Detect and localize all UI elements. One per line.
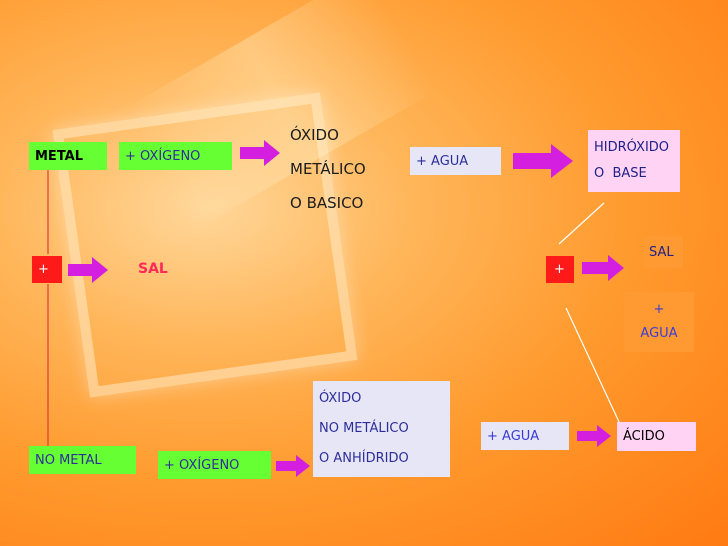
- plus-agua-top-label: + AGUA: [416, 153, 469, 169]
- oxido-metalico-line-1: ÓXIDO: [290, 126, 339, 144]
- acido-box: ÁCIDO: [617, 422, 696, 451]
- sal-left-label: SAL: [138, 261, 168, 277]
- plus-agua-right-line-1: +: [653, 302, 665, 317]
- plus-oxigeno-bottom-label: + OXÍGENO: [164, 457, 240, 473]
- plus-agua-right-box: + AGUA: [624, 292, 694, 352]
- plus-oxigeno-top-box: + OXÍGENO: [119, 142, 232, 170]
- plus-agua-bottom-box: + AGUA: [481, 422, 569, 450]
- sal-right-box: SAL: [643, 236, 683, 268]
- background-glow-decoration: [123, 0, 437, 231]
- acido-label: ÁCIDO: [623, 429, 665, 444]
- oxido-no-metalico-box: ÓXIDO NO METÁLICO O ANHÍDRIDO: [313, 381, 450, 477]
- metal-box: METAL: [29, 142, 107, 170]
- plus-agua-top-box: + AGUA: [410, 147, 501, 175]
- metal-label: METAL: [35, 148, 84, 164]
- plus-agua-right-line-2: AGUA: [640, 326, 678, 341]
- no-metal-label: NO METAL: [35, 452, 102, 468]
- sal-right-label: SAL: [649, 244, 674, 260]
- arrow-right-icon: [276, 455, 310, 477]
- hidroxido-box: HIDRÓXIDO O BASE: [588, 130, 680, 192]
- hidroxido-line-1: HIDRÓXIDO: [594, 140, 670, 155]
- oxido-metalico-text: ÓXIDO METÁLICO O BASICO: [290, 118, 366, 220]
- arrow-right-icon: [68, 257, 108, 283]
- hidroxido-line-2: O BASE: [594, 166, 647, 181]
- oxido-no-metalico-line-3: O ANHÍDRIDO: [319, 451, 409, 466]
- oxido-metalico-line-3: O BASICO: [290, 194, 364, 212]
- oxido-metalico-line-2: METÁLICO: [290, 160, 366, 178]
- hidroxido-to-plus-line: [558, 202, 605, 245]
- plus-oxigeno-top-label: + OXÍGENO: [125, 148, 201, 164]
- plus-right-box: +: [546, 256, 574, 283]
- arrow-right-icon: [513, 144, 573, 178]
- plus-left-box: +: [32, 256, 62, 283]
- oxido-no-metalico-line-2: NO METÁLICO: [319, 421, 409, 436]
- plus-oxigeno-bottom-box: + OXÍGENO: [158, 451, 271, 479]
- arrow-right-icon: [582, 255, 624, 281]
- arrow-right-icon: [577, 425, 611, 447]
- oxido-no-metalico-line-1: ÓXIDO: [319, 391, 362, 406]
- sal-left-text: SAL: [138, 261, 168, 277]
- plus-right-label: +: [554, 262, 565, 277]
- plus-left-label: +: [38, 262, 49, 277]
- arrow-right-icon: [240, 140, 280, 166]
- acido-to-plus-line: [565, 307, 621, 425]
- plus-agua-bottom-label: + AGUA: [487, 428, 540, 444]
- no-metal-box: NO METAL: [29, 446, 136, 474]
